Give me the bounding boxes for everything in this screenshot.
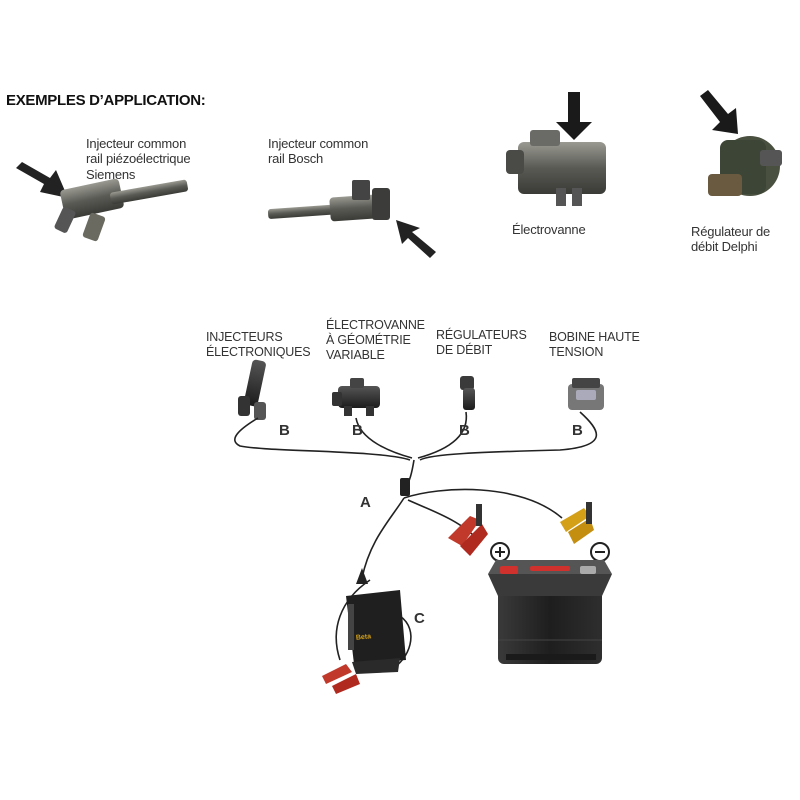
piezo-injector-icon [16,162,188,242]
connector-b-valve: B [352,422,363,439]
tester-brand-logo: Beta [355,633,372,642]
harness-connector [400,478,410,496]
flow-regulator-icon [460,376,475,410]
label-electronic-injectors: INJECTEURS ÉLECTRONIQUES [206,330,311,359]
ignition-coil-icon [568,378,604,410]
bosch-injector-icon [267,180,436,258]
tester-clamp-icon [322,664,360,694]
variable-geometry-valve-icon [332,378,380,416]
caption-solenoid-valve: Électrovanne [512,222,586,237]
caption-bosch-injector: Injecteur common rail Bosch [268,136,369,167]
connector-b-regulators: B [459,422,470,439]
battery-icon [488,560,612,664]
red-clamp-icon [448,504,488,556]
label-flow-regulators: RÉGULATEURS DE DÉBIT [436,328,527,357]
caption-delphi-regulator: Régulateur de débit Delphi [691,224,771,255]
positive-terminal-marker [490,542,510,562]
solenoid-valve-icon [506,92,606,206]
electronic-injector-icon [238,359,266,420]
connector-b-coil: B [572,422,583,439]
label-ignition-coil: BOBINE HAUTE TENSION [549,330,640,359]
tester-device-icon [346,590,406,674]
cable-arrow [356,568,368,584]
caption-piezo-injector: Injecteur common rail piézoélectrique Si… [86,136,191,182]
yellow-clamp-icon [560,502,594,544]
cable-label-a: A [360,494,371,511]
page-heading: EXEMPLES D’APPLICATION: [6,92,206,109]
connector-b-injectors: B [279,422,290,439]
cable-label-c: C [414,610,425,627]
label-variable-geometry-valve: ÉLECTROVANNE À GÉOMÉTRIE VARIABLE [326,318,425,362]
negative-terminal-marker [590,542,610,562]
delphi-regulator-icon [700,90,782,196]
